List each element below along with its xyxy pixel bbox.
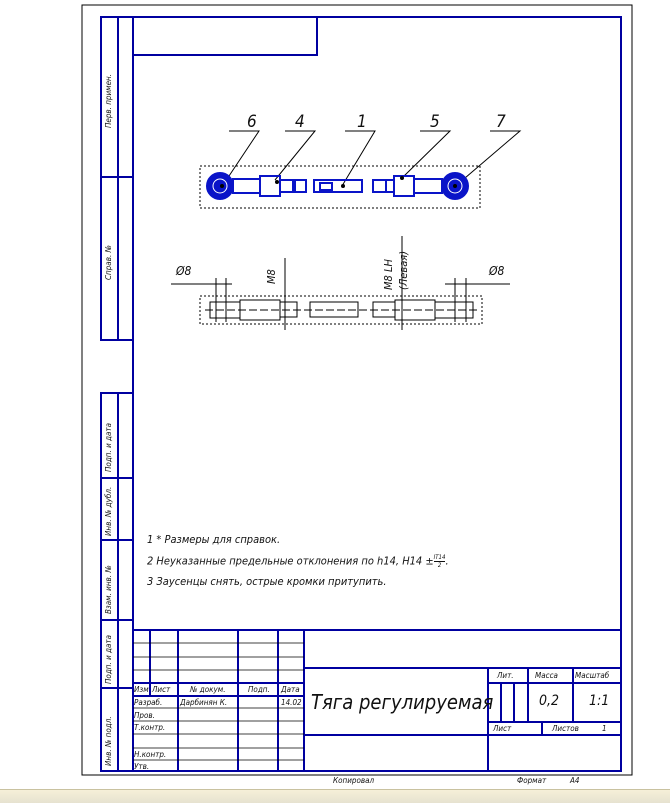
tb-role: Утв. xyxy=(134,762,150,771)
frame xyxy=(100,16,622,772)
side-label: Взам. инв. № xyxy=(104,565,113,614)
dimension-label: (Левая) xyxy=(397,250,410,290)
note: 1 * Размеры для справок. xyxy=(147,533,281,546)
sheet-outline xyxy=(81,4,633,776)
tb-header: Изм xyxy=(134,685,149,694)
tb-role: Н.контр. xyxy=(134,750,167,759)
position-label: 1 xyxy=(357,112,367,132)
tb-header: Масштаб xyxy=(575,671,610,680)
footer-format-label: Формат xyxy=(517,776,547,785)
side-label: Подп. и дата xyxy=(104,422,113,472)
position-label: 7 xyxy=(496,112,506,132)
position-label: 5 xyxy=(430,112,440,132)
tb-header: Подп. xyxy=(248,685,270,694)
footer-copied: Копировал xyxy=(333,776,375,785)
side-label: Подп. и дата xyxy=(104,634,113,684)
tb-role: Т.контр. xyxy=(134,723,166,732)
dimension-label: M8 xyxy=(265,269,278,284)
tb-header: Лист xyxy=(152,685,171,694)
side-label: Справ. № xyxy=(104,244,113,280)
status-bar xyxy=(0,789,670,803)
position-label: 4 xyxy=(295,112,305,132)
tb-developer: Дарбинян К. xyxy=(180,698,228,707)
scale-value: 1:1 xyxy=(589,693,610,709)
dimension-label: Ø8 xyxy=(489,264,505,278)
side-label: Инв. № дубл. xyxy=(104,486,113,536)
tb-role: Разраб. xyxy=(134,698,163,707)
footer-format: A4 xyxy=(570,776,580,785)
tb-header: Дата xyxy=(281,685,300,694)
tb-header: Масса xyxy=(535,671,558,680)
side-label: Инв. № подл. xyxy=(104,716,113,766)
tb-header: Листов xyxy=(552,724,579,733)
note: 3 Заусенцы снять, острые кромки притупит… xyxy=(147,575,387,588)
dimension-label: Ø8 xyxy=(176,264,192,278)
note: 2 Неуказанные предельные отклонения по h… xyxy=(147,554,449,569)
position-label: 6 xyxy=(247,112,257,132)
drawing-title: Тяга регулируемая xyxy=(311,690,494,714)
tb-role: Пров. xyxy=(134,711,155,720)
dimension-label: M8 LH xyxy=(382,259,395,290)
tb-header: Лит. xyxy=(497,671,514,680)
assembly-side-view xyxy=(171,236,510,330)
tb-date: 14.02 xyxy=(281,698,302,707)
tb-header: Лист xyxy=(493,724,512,733)
tb-header: № докум. xyxy=(190,685,226,694)
sheets-value: 1 xyxy=(602,724,607,733)
assembly-top-view xyxy=(199,130,522,209)
mass-value: 0,2 xyxy=(539,693,560,709)
side-label: Перв. примен. xyxy=(104,73,113,128)
